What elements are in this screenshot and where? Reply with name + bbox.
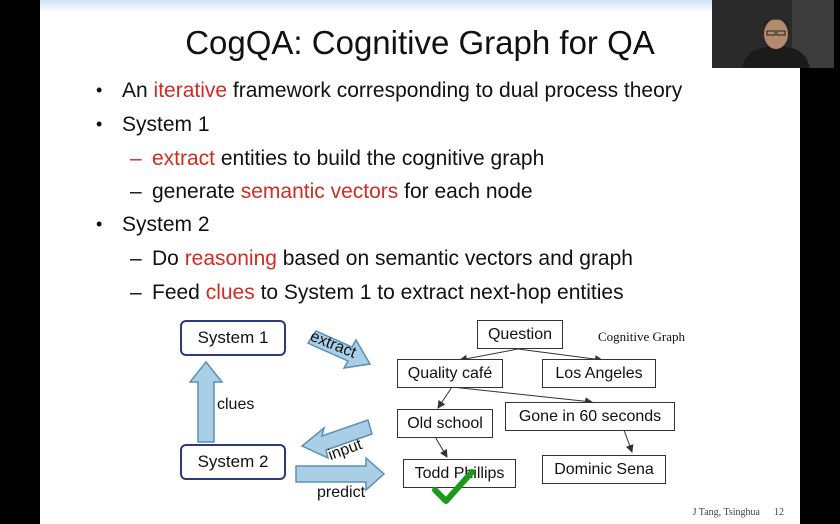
node-dominic-sena: Dominic Sena <box>542 455 666 484</box>
webcam-feed-icon <box>712 0 834 68</box>
edge-question-la <box>517 348 603 364</box>
node-question: Question <box>477 320 563 349</box>
bullet-highlight: iterative <box>153 79 228 102</box>
sub-bullet-reasoning: Do reasoning based on semantic vectors a… <box>152 247 633 271</box>
predict-arrow <box>295 456 386 492</box>
diagram-connectors <box>188 330 634 492</box>
node-old-school: Old school <box>397 409 493 438</box>
bullet-text: An <box>122 79 154 102</box>
extract-arrow <box>306 330 372 369</box>
edge-question-quality <box>459 348 519 363</box>
green-checkmark-icon <box>432 469 475 504</box>
bullet-text: entities to build the cognitive graph <box>215 147 545 170</box>
footer-page-number: 12 <box>774 507 784 518</box>
bullet-text: to System 1 to extract next-hop entities <box>254 281 624 304</box>
bullet-text: Feed <box>152 281 206 304</box>
bullet-text: based on semantic vectors and graph <box>276 247 633 270</box>
bullet-text: Do <box>152 247 185 270</box>
bullet-iterative: An iterative framework corresponding to … <box>122 79 682 103</box>
sub-bullet-dash: – <box>130 180 142 203</box>
slide: CogQA: Cognitive Graph for QA • An itera… <box>40 0 800 524</box>
edge-quality-oldschool <box>437 386 453 409</box>
bullet-dot: • <box>96 214 103 234</box>
bullet-text: framework corresponding to dual process … <box>227 79 683 102</box>
bullet-text: for each node <box>398 180 533 203</box>
node-gone-in-60-seconds: Gone in 60 seconds <box>505 402 675 431</box>
slide-footer: J Tang, Tsinghua 12 <box>679 507 784 518</box>
node-quality-cafe: Quality café <box>397 359 503 388</box>
sub-bullet-clues: Feed clues to System 1 to extract next-h… <box>152 281 624 305</box>
clues-arrow <box>188 360 224 443</box>
node-los-angeles: Los Angeles <box>542 359 656 388</box>
sub-bullet-extract: extract entities to build the cognitive … <box>152 147 544 171</box>
sub-bullet-dash: – <box>130 281 142 304</box>
bullet-system2: System 2 <box>122 213 210 236</box>
sub-bullet-semantic-vectors: generate semantic vectors for each node <box>152 180 533 204</box>
edge-quality-gone <box>451 386 593 406</box>
bullet-highlight: reasoning <box>184 247 277 270</box>
bullet-dot: • <box>96 114 103 134</box>
bullet-highlight: semantic vectors <box>240 180 399 203</box>
bullet-dot: • <box>96 80 103 100</box>
slide-title: CogQA: Cognitive Graph for QA <box>185 24 655 61</box>
sub-bullet-dash: – <box>130 147 142 170</box>
bullet-system1: System 1 <box>122 113 210 136</box>
input-arrow <box>300 419 373 460</box>
system1-box: System 1 <box>180 320 286 356</box>
webcam-person-silhouette <box>712 0 834 68</box>
bullet-highlight: clues <box>205 281 255 304</box>
sub-bullet-dash: – <box>130 247 142 270</box>
bullet-text: generate <box>152 180 241 203</box>
slide-top-bar <box>40 0 800 12</box>
clues-label: clues <box>217 396 255 413</box>
edge-gone-dominic <box>623 429 634 453</box>
system2-box: System 2 <box>180 444 286 480</box>
cognitive-graph-caption: Cognitive Graph <box>598 329 686 344</box>
edge-oldschool-todd <box>433 434 448 458</box>
bullet-highlight: extract <box>152 147 216 170</box>
footer-author: J Tang, Tsinghua <box>692 507 760 518</box>
predict-label: predict <box>317 484 366 501</box>
